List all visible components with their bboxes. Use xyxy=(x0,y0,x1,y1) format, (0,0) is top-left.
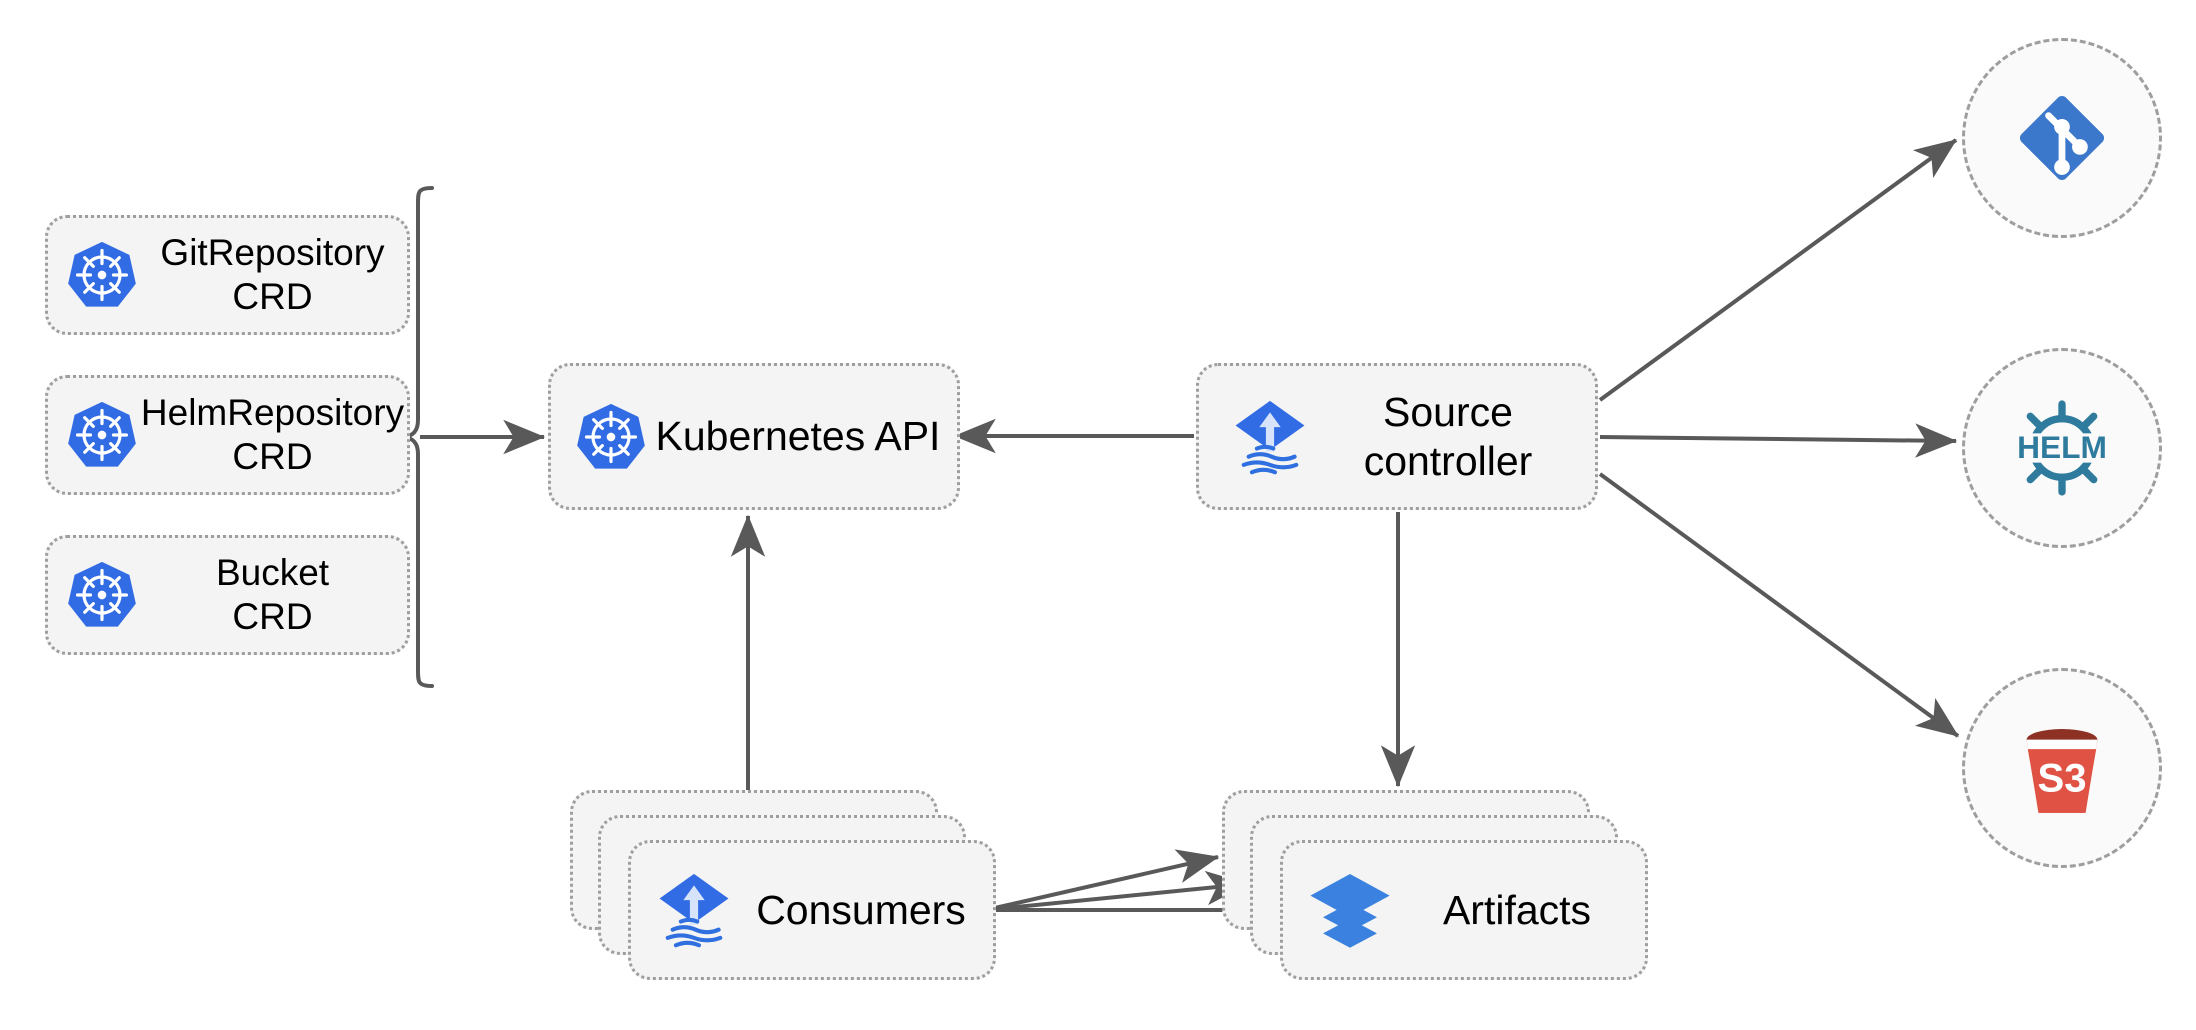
external-source-helm[interactable]: HELM xyxy=(1962,348,2162,548)
flux-icon xyxy=(659,873,729,948)
crd-card-helmrepository[interactable]: HelmRepository CRD xyxy=(45,375,410,495)
helm-icon: HELM xyxy=(2010,400,2114,496)
flux-icon xyxy=(1235,400,1305,474)
edge-consumers-to-artifacts-2 xyxy=(985,870,1249,912)
s3-bucket-icon: S3 xyxy=(2026,729,2098,813)
s3-wordmark: S3 xyxy=(2037,756,2086,801)
edge-source-controller-to-helm xyxy=(1599,423,1958,458)
edge-consumers-to-artifacts-1 xyxy=(985,849,1220,912)
node-label: Kubernetes API xyxy=(655,413,941,460)
git-icon xyxy=(2019,95,2105,181)
kubernetes-icon xyxy=(577,403,645,469)
external-source-s3[interactable]: S3 xyxy=(1962,668,2162,868)
external-source-git[interactable] xyxy=(1962,38,2162,238)
crd-card-label: GitRepository CRD xyxy=(160,232,385,317)
crd-card-label: Bucket CRD xyxy=(215,552,330,637)
node-source-controller[interactable]: Source controller xyxy=(1196,363,1598,510)
artifacts-stack-sheet-front[interactable]: Artifacts xyxy=(1280,840,1648,980)
node-label: Artifacts xyxy=(1442,886,1592,933)
edge-source-controller-to-git xyxy=(1598,138,1958,402)
kubernetes-icon xyxy=(68,241,136,307)
helm-wordmark: HELM xyxy=(2017,429,2107,465)
crd-card-bucket[interactable]: Bucket CRD xyxy=(45,535,410,655)
crd-card-gitrepository[interactable]: GitRepository CRD xyxy=(45,215,410,335)
consumers-stack-sheet-front[interactable]: Consumers xyxy=(628,840,996,980)
node-label: Source controller xyxy=(1363,389,1533,484)
edge-source-controller-to-s3 xyxy=(1598,472,1960,738)
kubernetes-icon xyxy=(68,401,136,467)
crd-card-label: HelmRepository CRD xyxy=(140,392,405,477)
layers-icon xyxy=(1310,874,1390,948)
node-kubernetes-api[interactable]: Kubernetes API xyxy=(548,363,960,510)
node-label: Consumers xyxy=(756,886,966,933)
kubernetes-icon xyxy=(68,561,136,627)
